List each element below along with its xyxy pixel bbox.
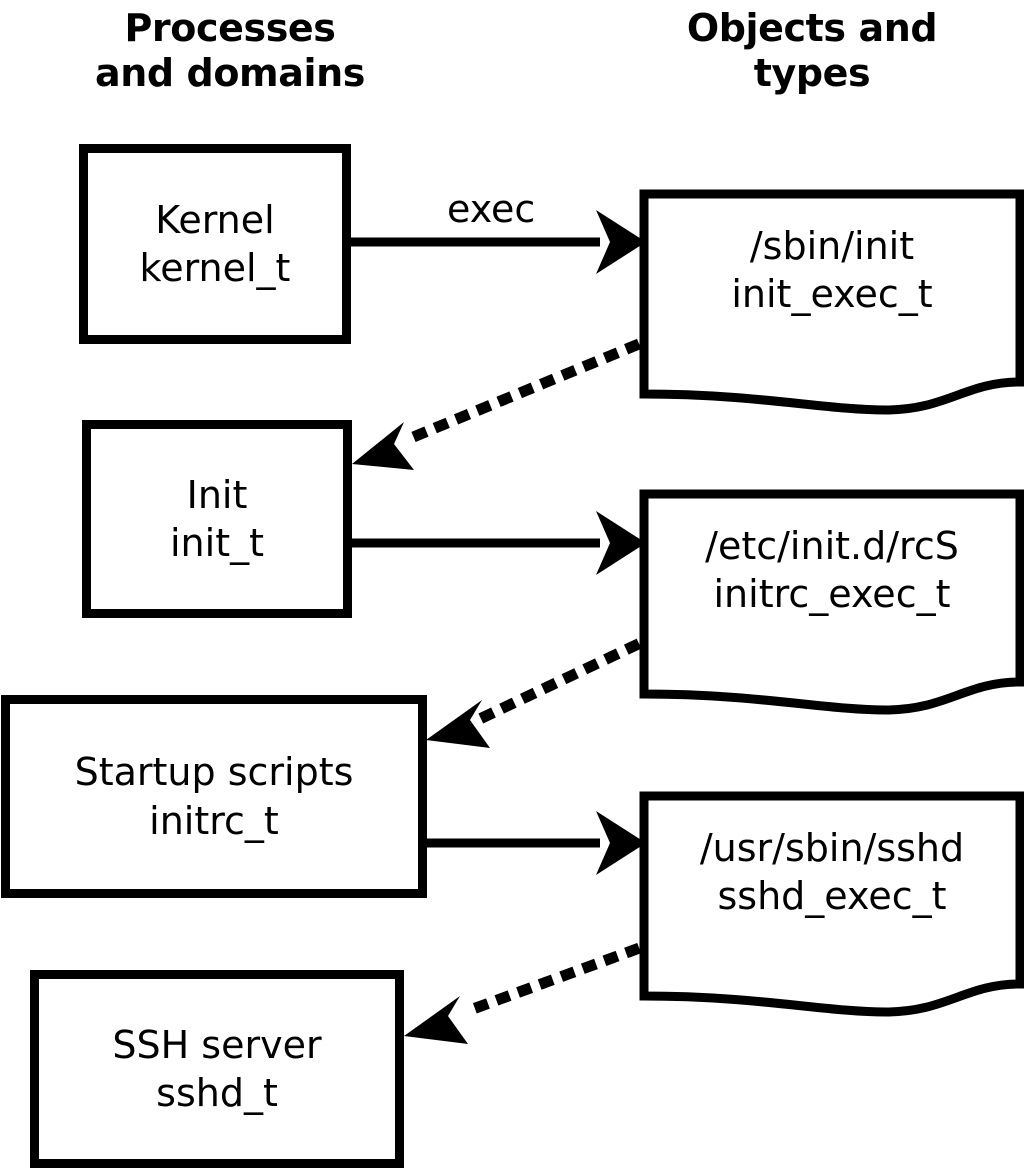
process-box-init-title: Init [186, 472, 248, 517]
document-shape-icon [639, 489, 1024, 715]
object-doc-initrc-exec[interactable]: /etc/init.d/rcS initrc_exec_t [636, 486, 1024, 726]
arrowhead-icon [404, 996, 468, 1044]
arrowhead-icon [426, 700, 490, 748]
object-doc-initrc-exec-label: /etc/init.d/rcS initrc_exec_t [636, 522, 1024, 619]
process-box-ssh-server[interactable]: SSH server sshd_t [30, 970, 404, 1168]
edge-line-dotted [454, 942, 642, 1021]
column-header-objects: Objects and types [686, 6, 938, 95]
object-doc-initrc-exec-type: initrc_exec_t [713, 572, 951, 617]
object-doc-sshd-exec[interactable]: /usr/sbin/sshd sshd_exec_t [636, 788, 1024, 1028]
column-header-processes: Processes and domains [95, 6, 365, 95]
edge-line-dotted [476, 638, 642, 725]
edge-sshd-exec-transition [404, 942, 642, 1044]
object-doc-init-exec-label: /sbin/init init_exec_t [636, 222, 1024, 319]
process-box-startup-scripts-title: Startup scripts [74, 750, 354, 795]
process-box-kernel-title: Kernel [155, 197, 275, 242]
edge-initrc-exec-sshd [427, 811, 646, 875]
object-doc-sshd-exec-path: /usr/sbin/sshd [699, 826, 965, 870]
process-box-ssh-server-type: sshd_t [156, 1071, 278, 1115]
object-doc-initrc-exec-path: /etc/init.d/rcS [705, 524, 959, 568]
edge-label-exec: exec [447, 187, 536, 231]
object-doc-sshd-exec-type: sshd_exec_t [717, 874, 947, 919]
edge-init-exec-transition [352, 338, 642, 470]
process-box-init[interactable]: Init init_t [82, 420, 352, 618]
process-box-startup-scripts[interactable]: Startup scripts initrc_t [1, 695, 427, 898]
process-box-init-type: init_t [170, 521, 264, 565]
object-doc-init-exec[interactable]: /sbin/init init_exec_t [636, 186, 1024, 426]
document-shape-icon [639, 189, 1024, 415]
document-shape-icon [639, 791, 1024, 1017]
object-doc-sshd-exec-label: /usr/sbin/sshd sshd_exec_t [636, 824, 1024, 921]
process-box-startup-scripts-type: initrc_t [149, 798, 279, 843]
arrowhead-icon [352, 422, 414, 470]
edge-initrc-exec-transition [426, 638, 642, 748]
process-box-kernel[interactable]: Kernel kernel_t [79, 144, 351, 344]
edge-init-exec-initrc [352, 511, 646, 575]
process-box-ssh-server-title: SSH server [112, 1022, 322, 1067]
object-doc-init-exec-path: /sbin/init [749, 224, 915, 268]
edge-line-dotted [398, 338, 642, 448]
process-box-kernel-type: kernel_t [139, 246, 291, 290]
object-doc-init-exec-type: init_exec_t [731, 272, 933, 317]
